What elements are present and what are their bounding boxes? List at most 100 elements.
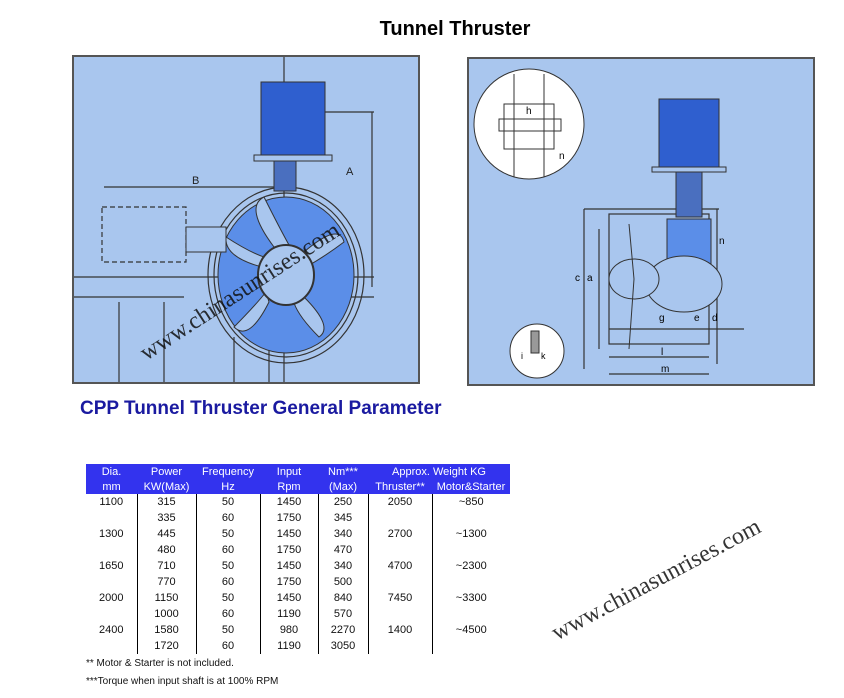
header-dia: Dia. — [86, 464, 137, 479]
table-cell: 1000 — [136, 606, 196, 622]
table-cell: 770 — [136, 574, 196, 590]
table-cell: 1150 — [136, 590, 196, 606]
table-cell: 60 — [195, 542, 260, 558]
table-cell: 50 — [195, 590, 260, 606]
table-cell: 345 — [317, 510, 368, 526]
table-cell — [431, 606, 510, 622]
header-unit: mm — [86, 479, 137, 494]
detail-label-k: k — [541, 351, 546, 361]
table-cell: 2270 — [317, 622, 368, 638]
table-cell: 1650 — [99, 560, 124, 572]
header-thruster: Thruster** — [368, 479, 432, 494]
table-cell: 250 — [317, 494, 368, 510]
table-cell — [86, 542, 137, 558]
header-weight: Approx. Weight KG — [368, 464, 510, 479]
table-cell: 340 — [317, 558, 368, 574]
dimension-label-n: n — [719, 236, 725, 247]
table-cell: 1720 — [136, 638, 196, 654]
detail-label-i: i — [521, 351, 523, 361]
table-cell — [86, 606, 137, 622]
table-cell: 980 — [259, 622, 318, 638]
table-cell: 710 — [136, 558, 196, 574]
header-unit: KW(Max) — [137, 479, 196, 494]
table-cell — [367, 542, 432, 558]
table-cell: 4700 — [367, 558, 432, 574]
table-cell: 315 — [136, 494, 196, 510]
header-power: Power — [137, 464, 196, 479]
table-cell: 2050 — [367, 494, 432, 510]
table-cell — [367, 638, 432, 654]
header-input: Input — [260, 464, 318, 479]
table-cell: ~3300 — [431, 590, 510, 606]
table-cell: 3050 — [317, 638, 368, 654]
table-cell: 2000 — [99, 592, 124, 604]
table-cell: 7450 — [367, 590, 432, 606]
header-nm: Nm*** — [318, 464, 368, 479]
page-title: Tunnel Thruster — [379, 18, 531, 40]
thruster-side-diagram: A B — [72, 55, 420, 384]
table-cell: 1750 — [259, 542, 318, 558]
section-heading: CPP Tunnel Thruster General Parameter — [80, 398, 442, 419]
table-cell — [431, 510, 510, 526]
header-frequency: Frequency — [196, 464, 260, 479]
table-cell — [367, 574, 432, 590]
table-cell: 2700 — [367, 526, 432, 542]
table-cell: 1750 — [259, 574, 318, 590]
table-cell: 2400 — [99, 624, 124, 636]
table-cell: 470 — [317, 542, 368, 558]
table-cell: 1580 — [136, 622, 196, 638]
detail-label-h: h — [526, 106, 532, 117]
table-cell — [86, 574, 137, 590]
table-cell: 1300 — [99, 528, 124, 540]
table-cell: 60 — [195, 638, 260, 654]
dimension-label-m: m — [661, 364, 669, 375]
table-cell: 340 — [317, 526, 368, 542]
header-unit: Hz — [196, 479, 260, 494]
table-cell: 500 — [317, 574, 368, 590]
table-cell: 1450 — [259, 558, 318, 574]
table-cell: 60 — [195, 574, 260, 590]
table-cell: 60 — [195, 510, 260, 526]
dimension-label-d: d — [712, 313, 718, 324]
table-cell: 1450 — [259, 526, 318, 542]
header-unit: Rpm — [260, 479, 318, 494]
table-cell: ~1300 — [431, 526, 510, 542]
thruster-front-diagram: c a g e d l m n h n i k — [467, 57, 815, 386]
table-cell: 570 — [317, 606, 368, 622]
table-cell: 480 — [136, 542, 196, 558]
dimension-label-c: c — [575, 273, 580, 284]
table-subheader-row: mm KW(Max) Hz Rpm (Max) Thruster** Motor… — [86, 479, 510, 494]
table-cell: ~2300 — [431, 558, 510, 574]
watermark: www.chinasunrises.com — [547, 513, 766, 647]
table-cell — [431, 638, 510, 654]
table-cell: ~850 — [431, 494, 510, 510]
table-cell — [431, 542, 510, 558]
table-cell: 1450 — [259, 590, 318, 606]
table-cell — [367, 606, 432, 622]
table-cell: 1400 — [367, 622, 432, 638]
table-cell — [86, 638, 137, 654]
table-cell: 840 — [317, 590, 368, 606]
detail-label-n: n — [559, 151, 565, 162]
table-cell: 60 — [195, 606, 260, 622]
table-cell: ~4500 — [431, 622, 510, 638]
table-cell: 50 — [195, 526, 260, 542]
header-motor-starter: Motor&Starter — [432, 479, 510, 494]
table-cell — [367, 510, 432, 526]
table-cell: 50 — [195, 494, 260, 510]
dimension-label-a: A — [346, 166, 354, 178]
table-cell: 1190 — [259, 638, 318, 654]
table-cell: 1100 — [99, 496, 124, 508]
dimension-label-g: g — [659, 313, 665, 324]
table-cell: 1750 — [259, 510, 318, 526]
dimension-label-a: a — [587, 273, 593, 284]
table-cell: 1450 — [259, 494, 318, 510]
dimension-label-l: l — [661, 347, 663, 358]
